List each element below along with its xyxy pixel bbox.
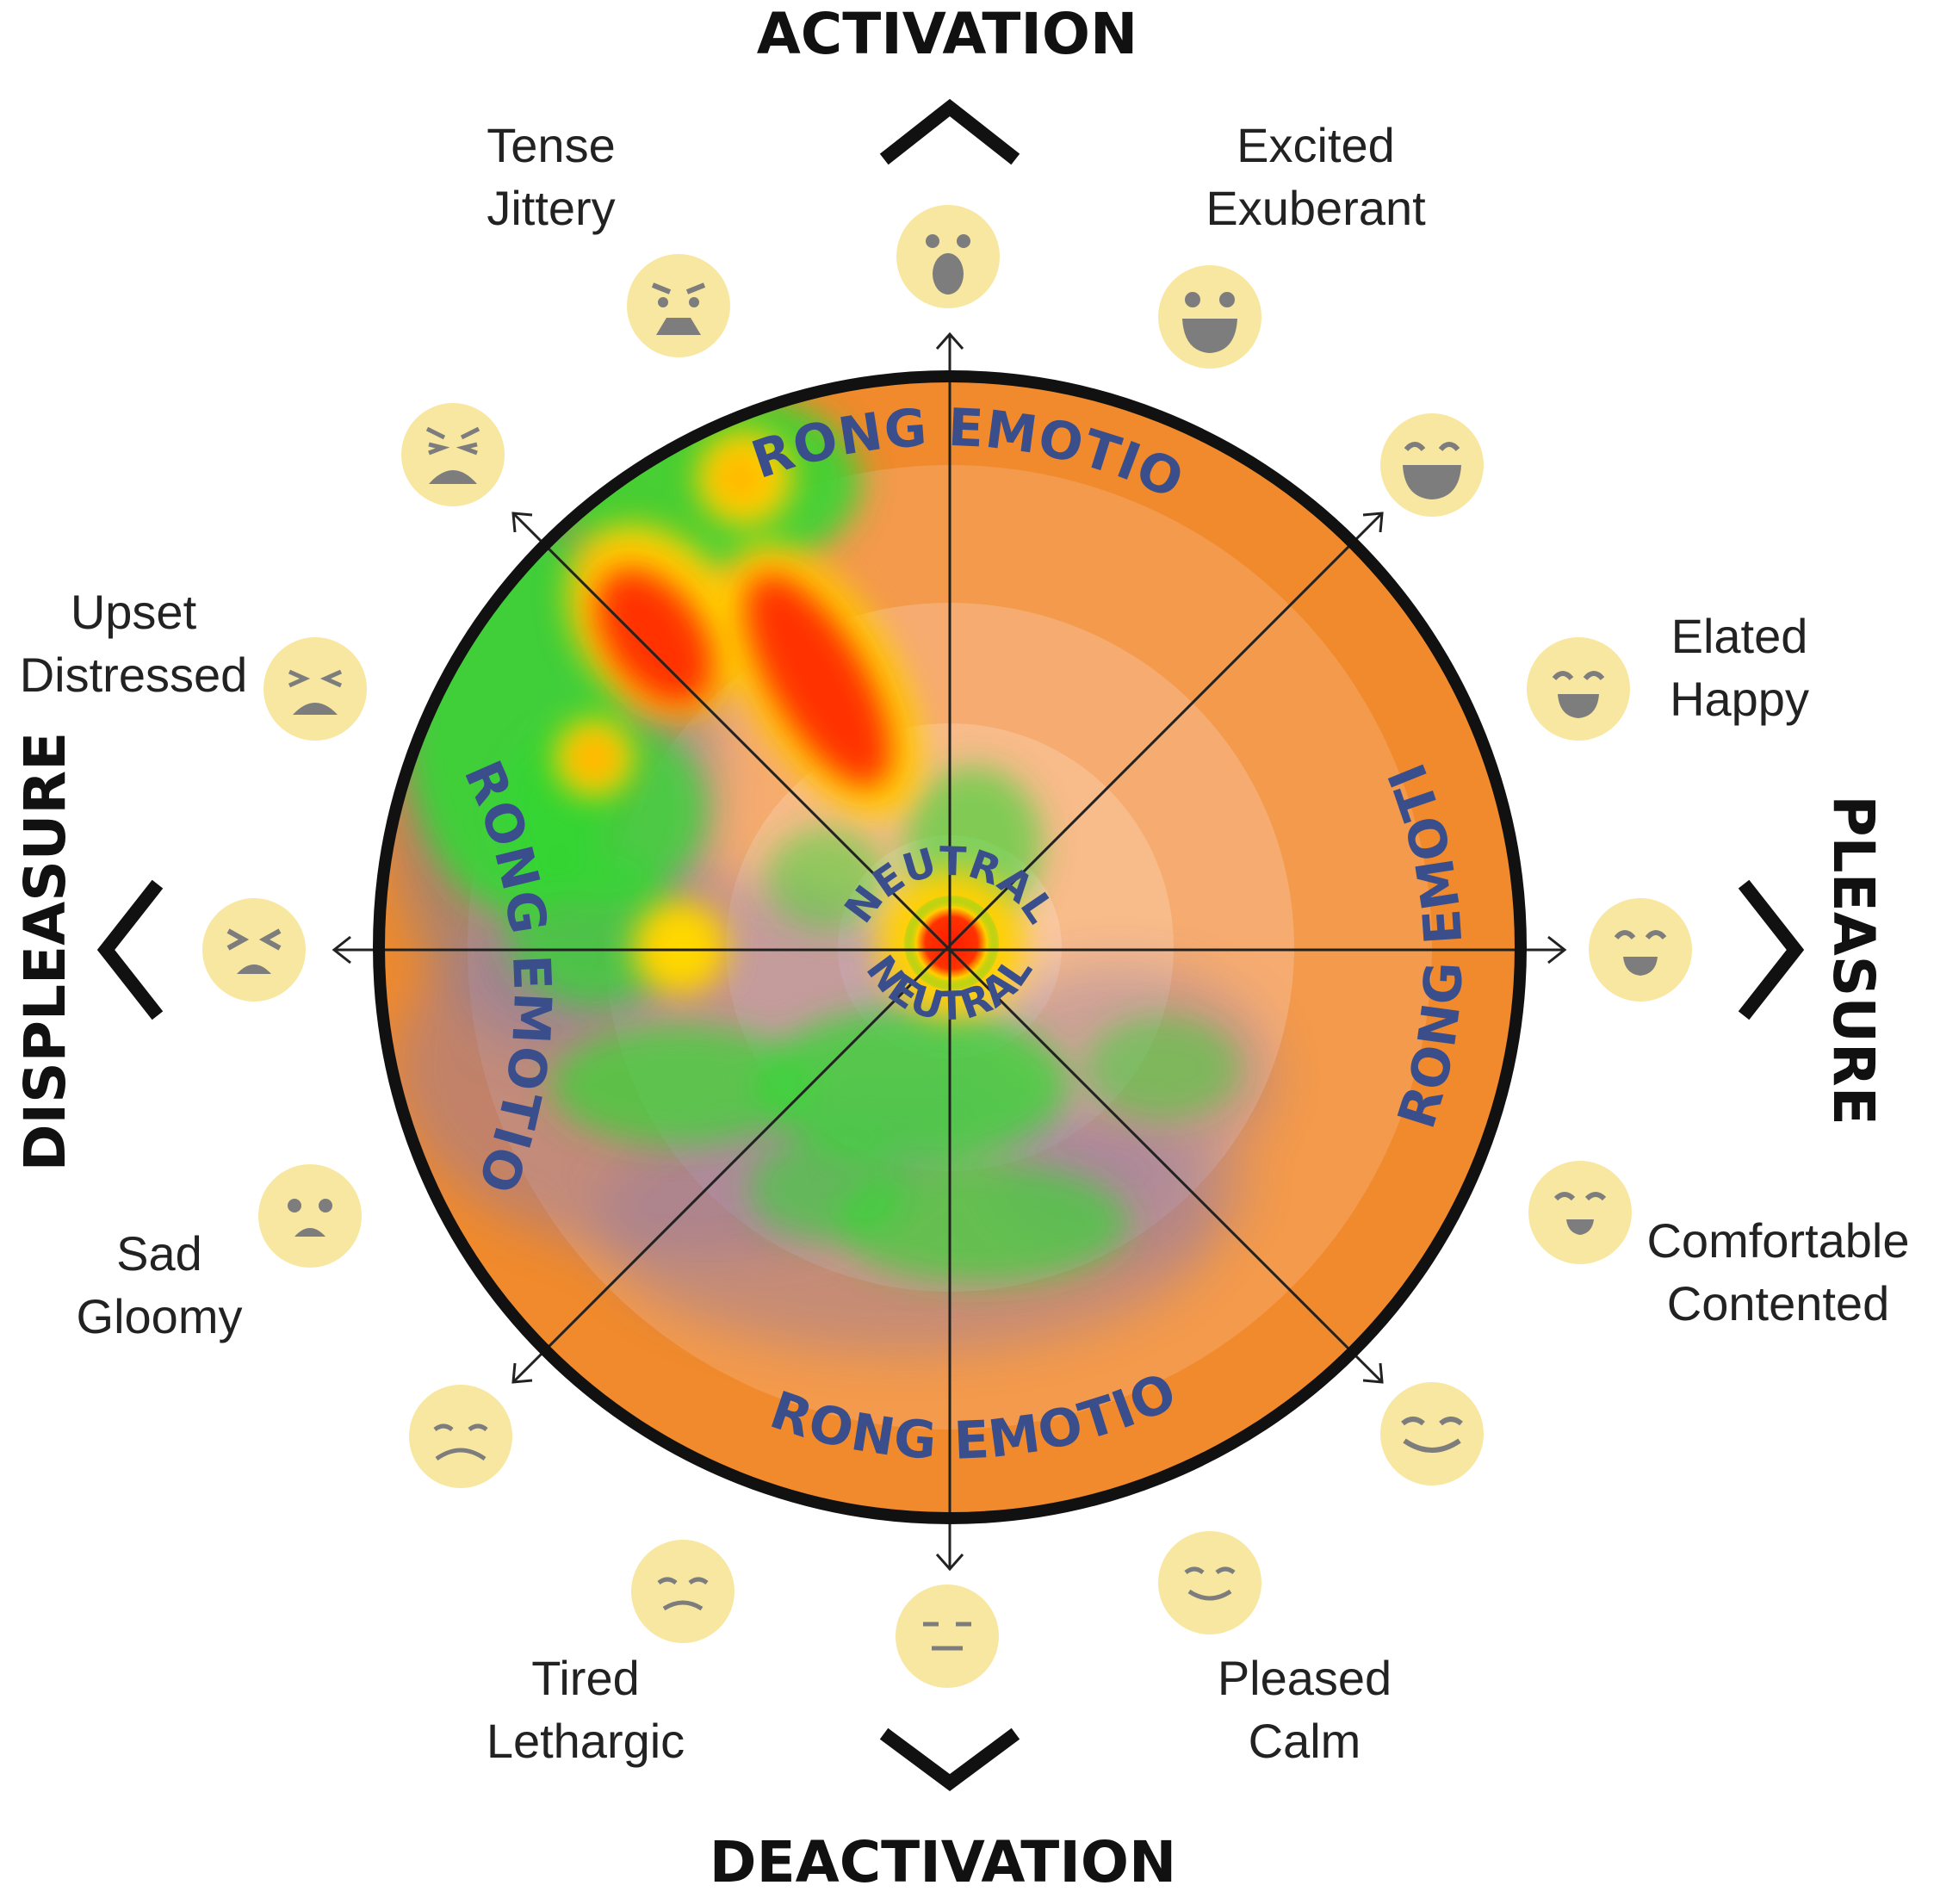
arrow-right-icon (1547, 935, 1567, 964)
sad-closed-face-icon (409, 1385, 512, 1488)
big-grin-face-icon (1158, 265, 1261, 369)
content-face-icon (1528, 1161, 1632, 1264)
faces (202, 205, 1692, 1688)
heatmap (387, 388, 1274, 1352)
closed-eye-smile-face-icon (1380, 1382, 1484, 1485)
calm-smile-face-icon (1158, 1531, 1261, 1634)
chevron-up-icon (879, 98, 1020, 165)
arrow-left-icon (332, 935, 351, 964)
strong-emotion-top: STRONG EMOTION (0, 0, 1193, 512)
tense-face-icon (627, 254, 730, 357)
axis-titles: ACTIVATION DEACTIVATION DISPLEASURE PLEA… (12, 1, 1887, 1895)
activation-title: ACTIVATION (757, 1, 1138, 67)
squinting-upset-face-icon (202, 898, 306, 1002)
chevron-right-icon (1738, 879, 1805, 1020)
arrow-ne-icon (1362, 512, 1384, 533)
axis-lines (332, 332, 1567, 1572)
arrow-up-icon (935, 332, 964, 350)
surprised-face-icon (896, 205, 1000, 308)
chevron-down-icon (879, 1727, 1020, 1791)
laughing-face-icon (1380, 413, 1484, 517)
tired-face-icon (631, 1540, 735, 1643)
arrow-sw-icon (511, 1362, 533, 1384)
arrow-down-icon (935, 1554, 964, 1572)
diagonal-sw-ne (511, 512, 1384, 1384)
displeasure-title: DISPLEASURE (12, 732, 78, 1172)
sad-face-icon (258, 1164, 362, 1268)
chevron-left-icon (96, 879, 164, 1020)
deactivation-title: DEACTIVATION (710, 1829, 1176, 1895)
smile-face-icon (1589, 898, 1692, 1002)
arrow-nw-icon (511, 512, 533, 533)
crying-face-icon (401, 403, 505, 506)
distressed-face-icon (263, 637, 367, 741)
wheel-border (373, 370, 1527, 1524)
chevrons (96, 98, 1805, 1791)
flat-face-icon (896, 1585, 999, 1688)
happy-face-icon (1527, 637, 1630, 741)
arrow-se-icon (1362, 1362, 1384, 1384)
pleasure-title: PLEASURE (1820, 795, 1887, 1126)
